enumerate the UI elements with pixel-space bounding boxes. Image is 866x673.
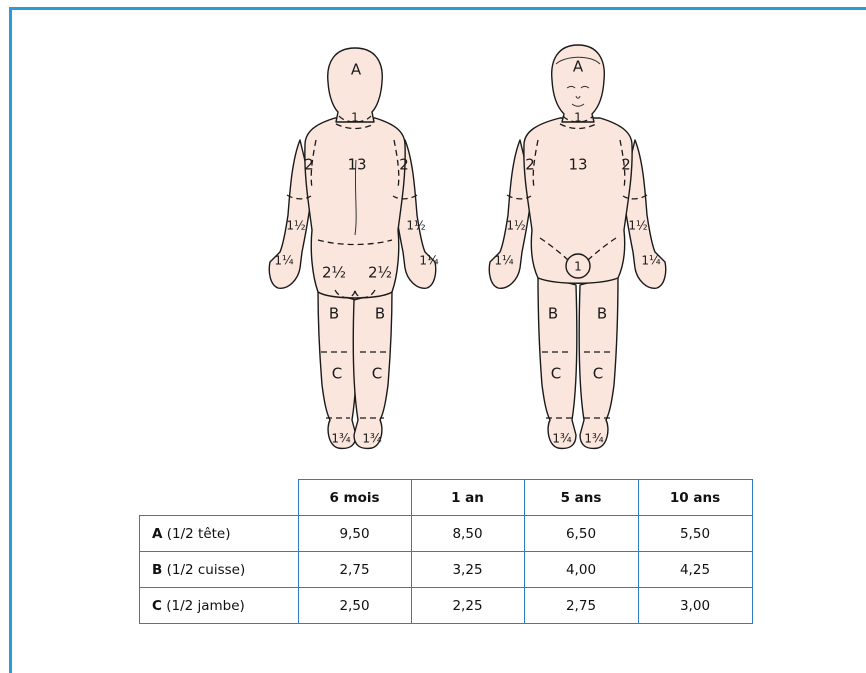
table-header-row: 6 mois 1 an 5 ans 10 ans <box>140 480 753 516</box>
table-cell: 2,75 <box>524 588 638 624</box>
front-figure <box>489 45 665 448</box>
front-label-forearm-right: 1½ <box>628 219 647 233</box>
table-cell: 8,50 <box>411 516 524 552</box>
front-label-hand-left: 1¼ <box>494 254 514 268</box>
front-right-leg <box>579 275 618 448</box>
back-label-forearm-right: 1½ <box>406 219 425 233</box>
row-letter: B <box>152 562 162 578</box>
back-label-forearm-left: 1½ <box>286 219 305 233</box>
front-left-leg <box>538 275 577 448</box>
table-cell: 3,25 <box>411 552 524 588</box>
surface-percentage-table: 6 mois 1 an 5 ans 10 ans A (1/2 tête) 9,… <box>139 479 753 624</box>
row-letter: A <box>152 526 162 542</box>
row-label: B (1/2 cuisse) <box>140 552 299 588</box>
back-label-foot-left: 1¾ <box>331 432 351 446</box>
table-cell: 9,50 <box>298 516 411 552</box>
table-cell: 6,50 <box>524 516 638 552</box>
col-header: 1 an <box>411 480 524 516</box>
front-label-upper-arm-right: 2 <box>621 156 631 174</box>
back-label-upper-arm-right: 2 <box>399 156 409 174</box>
front-label-neck: 1 <box>574 111 582 125</box>
row-desc: (1/2 cuisse) <box>162 562 245 578</box>
front-label-leg-left: C <box>551 365 561 383</box>
front-label-trunk: 13 <box>568 156 587 174</box>
back-label-thigh-right: B <box>375 305 385 323</box>
front-label-foot-right: 1¾ <box>584 432 604 446</box>
table-row: C (1/2 jambe) 2,50 2,25 2,75 3,00 <box>140 588 753 624</box>
col-header: 6 mois <box>298 480 411 516</box>
table-cell: 5,50 <box>638 516 752 552</box>
table-row: B (1/2 cuisse) 2,75 3,25 4,00 4,25 <box>140 552 753 588</box>
front-label-hand-right: 1¼ <box>641 254 661 268</box>
front-label-head: A <box>573 58 584 76</box>
body-surface-diagram: A 1 13 2 2 1½ 1½ 1¼ 1¼ 2½ 2½ B B C C 1¾ … <box>0 0 866 470</box>
back-label-head: A <box>351 61 362 79</box>
table-row: A (1/2 tête) 9,50 8,50 6,50 5,50 <box>140 516 753 552</box>
front-label-genitals: 1 <box>574 260 582 274</box>
back-figure <box>269 48 435 448</box>
row-label: C (1/2 jambe) <box>140 588 299 624</box>
col-header: 5 ans <box>524 480 638 516</box>
row-letter: C <box>152 598 162 614</box>
front-label-forearm-left: 1½ <box>506 219 525 233</box>
back-label-hand-right: 1¼ <box>419 254 439 268</box>
back-label-leg-left: C <box>332 365 342 383</box>
back-label-foot-right: 1¾ <box>362 432 382 446</box>
back-label-neck: 1 <box>351 111 359 125</box>
table-cell: 3,00 <box>638 588 752 624</box>
table-cell: 4,25 <box>638 552 752 588</box>
row-desc: (1/2 tête) <box>162 526 230 542</box>
back-label-buttock-left: 2½ <box>322 264 346 282</box>
front-label-foot-left: 1¾ <box>552 432 572 446</box>
back-label-upper-arm-left: 2 <box>304 156 314 174</box>
back-label-thigh-left: B <box>329 305 339 323</box>
table-cell: 2,50 <box>298 588 411 624</box>
row-desc: (1/2 jambe) <box>162 598 245 614</box>
back-label-buttock-right: 2½ <box>368 264 392 282</box>
table-corner-cell <box>140 480 299 516</box>
table-cell: 2,75 <box>298 552 411 588</box>
table-cell: 2,25 <box>411 588 524 624</box>
back-label-leg-right: C <box>372 365 382 383</box>
front-label-thigh-right: B <box>597 305 607 323</box>
front-label-leg-right: C <box>593 365 603 383</box>
row-label: A (1/2 tête) <box>140 516 299 552</box>
front-label-thigh-left: B <box>548 305 558 323</box>
col-header: 10 ans <box>638 480 752 516</box>
back-label-hand-left: 1¼ <box>274 254 294 268</box>
table-cell: 4,00 <box>524 552 638 588</box>
back-label-trunk: 13 <box>347 156 366 174</box>
front-label-upper-arm-left: 2 <box>525 156 535 174</box>
